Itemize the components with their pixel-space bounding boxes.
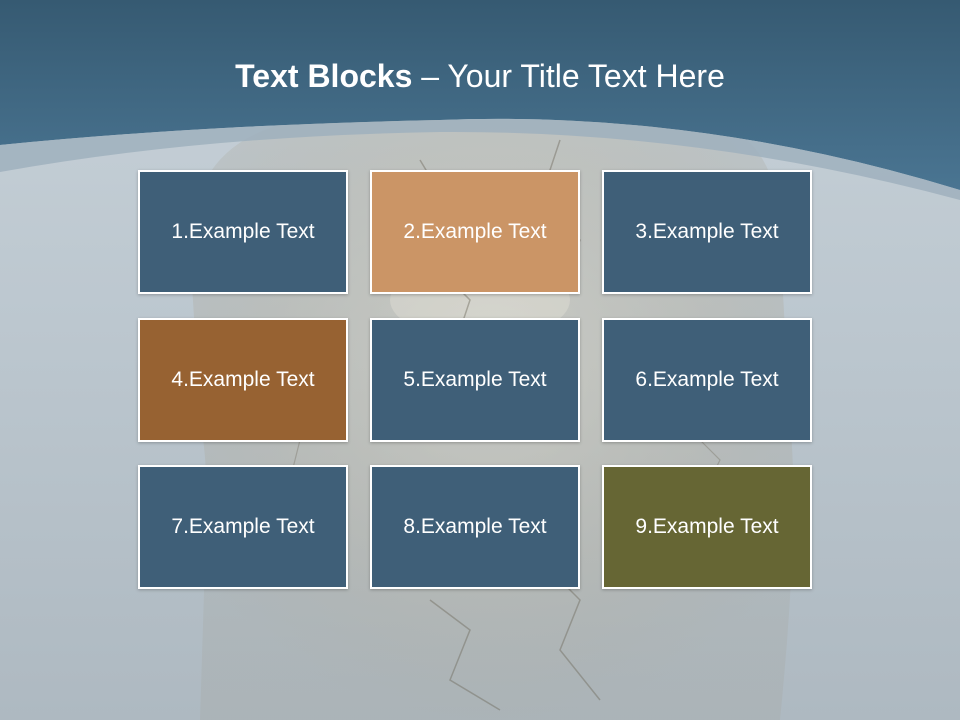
title-bold: Text Blocks — [235, 58, 413, 94]
text-block-7[interactable]: 7.Example Text — [138, 465, 348, 589]
text-block-label: 1.Example Text — [171, 220, 315, 243]
text-block-6[interactable]: 6.Example Text — [602, 318, 812, 442]
text-block-label: 6.Example Text — [635, 368, 779, 391]
text-block-label: 4.Example Text — [171, 368, 315, 391]
text-block-2[interactable]: 2.Example Text — [370, 170, 580, 294]
text-block-8[interactable]: 8.Example Text — [370, 465, 580, 589]
text-block-label: 5.Example Text — [403, 368, 547, 391]
text-block-4[interactable]: 4.Example Text — [138, 318, 348, 442]
text-block-label: 8.Example Text — [403, 515, 547, 538]
text-block-5[interactable]: 5.Example Text — [370, 318, 580, 442]
text-block-3[interactable]: 3.Example Text — [602, 170, 812, 294]
slide-title: Text Blocks – Your Title Text Here — [0, 56, 960, 96]
text-block-grid: 1.Example Text 2.Example Text 3.Example … — [138, 170, 816, 594]
text-block-label: 2.Example Text — [403, 220, 547, 243]
text-block-1[interactable]: 1.Example Text — [138, 170, 348, 294]
text-block-label: 3.Example Text — [635, 220, 779, 243]
text-block-label: 7.Example Text — [171, 515, 315, 538]
text-block-9[interactable]: 9.Example Text — [602, 465, 812, 589]
text-block-label: 9.Example Text — [635, 515, 779, 538]
title-text: Your Title Text Here — [447, 58, 725, 94]
title-dash: – — [412, 58, 448, 94]
header-band — [0, 0, 960, 200]
